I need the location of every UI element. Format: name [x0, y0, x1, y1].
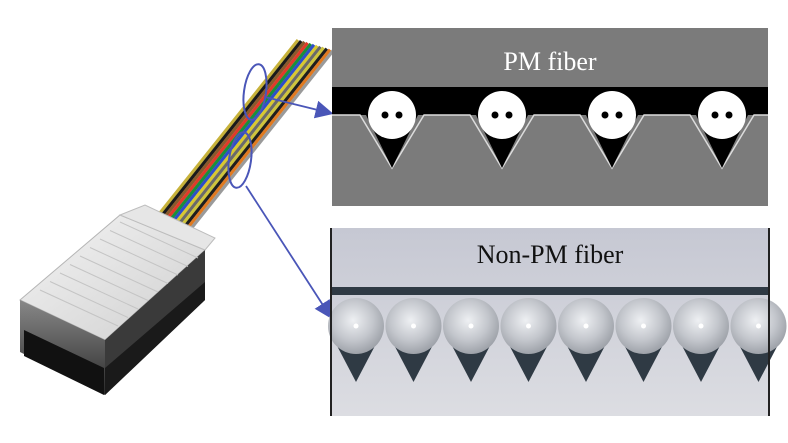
- pm-fiber: [368, 91, 416, 139]
- ferrule-groove: [39, 289, 119, 327]
- fiber-core: [411, 323, 416, 329]
- ferrule-groove: [119, 221, 199, 259]
- non-pm-fiber-title: Non-PM fiber: [477, 240, 624, 269]
- ribbon-wire: [151, 42, 313, 243]
- fiber-ribbon-icon: [138, 39, 335, 250]
- ferrule-groove: [89, 247, 169, 284]
- fiber-core: [641, 323, 646, 329]
- ferrule-groove: [79, 255, 159, 293]
- fiber-core: [526, 323, 531, 329]
- stress-rod: [491, 111, 499, 119]
- fiber-core: [583, 323, 589, 329]
- ferrule-groove: [99, 238, 179, 276]
- pm-fiber: [478, 91, 526, 139]
- stress-rod: [505, 111, 513, 119]
- stress-rod: [601, 111, 609, 119]
- ferrule-groove: [59, 272, 139, 310]
- pm-groove-edge: [332, 114, 768, 170]
- ferrule-groove: [49, 281, 129, 318]
- ferrule-groove: [109, 230, 189, 267]
- callout-ellipse-icon: [242, 63, 268, 121]
- ribbon-wire: [148, 41, 309, 242]
- ribbon-wire: [145, 40, 306, 241]
- ribbon-wire: [154, 43, 316, 244]
- ribbon-wire: [173, 49, 335, 250]
- ribbon-wire: [161, 45, 322, 246]
- connector-ferrule-icon: [19, 204, 216, 395]
- stress-rod: [615, 111, 623, 119]
- pm-fiber: [588, 91, 636, 139]
- stress-rod: [711, 111, 719, 119]
- pointer-arrow-icon: [245, 185, 332, 320]
- non-pm-fiber-panel: Non-PM fiber: [328, 228, 787, 416]
- stress-rod: [725, 111, 733, 119]
- pointer-arrow-icon: [264, 96, 334, 119]
- fiber-core: [468, 323, 474, 329]
- ferrule-groove: [69, 264, 149, 301]
- fiber-core: [698, 323, 704, 329]
- stress-rod: [395, 111, 403, 119]
- ribbon-wire: [164, 46, 325, 247]
- ribbon-wire: [157, 44, 319, 245]
- pm-fiber-title: PM fiber: [503, 47, 597, 76]
- ribbon-wire: [138, 39, 300, 239]
- callout-ellipse-icon: [227, 131, 253, 189]
- ribbon-wire: [167, 47, 329, 248]
- fiber-core: [756, 323, 761, 329]
- pm-fiber-panel: PM fiber: [332, 28, 768, 206]
- stress-rod: [381, 111, 389, 119]
- pm-fiber: [698, 91, 746, 139]
- fiber-core: [353, 323, 359, 329]
- ribbon-wire: [141, 39, 303, 240]
